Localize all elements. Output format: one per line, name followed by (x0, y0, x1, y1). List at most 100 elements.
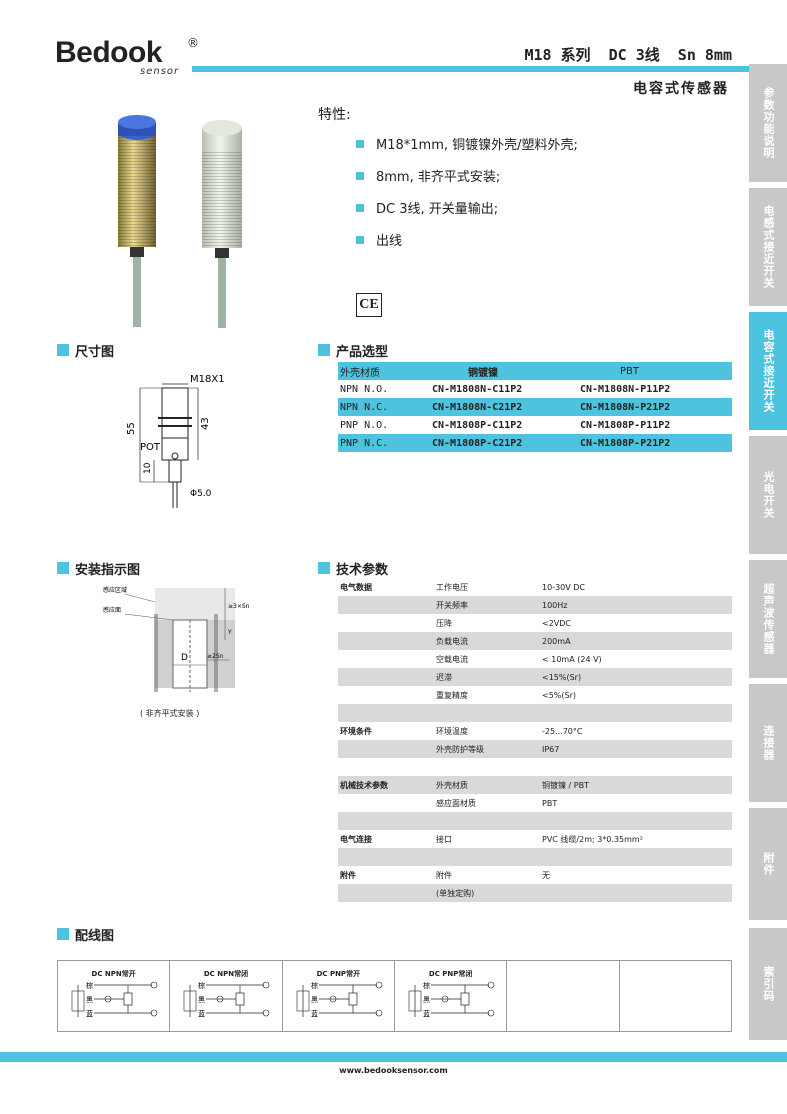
wire-label-brown: 棕 (423, 981, 430, 990)
table-cell: 工作电压 (436, 582, 468, 592)
side-tab-index[interactable]: 索引码 (749, 928, 787, 1040)
wiring-schematic: 棕黑蓝 (71, 981, 158, 1018)
section-dimensions: 尺寸图 (57, 342, 114, 360)
label-zone: 感应区域 (103, 586, 127, 594)
wiring-cell (620, 961, 731, 1031)
header-accent-bar (192, 66, 750, 72)
table-row (338, 848, 732, 866)
wire-label-blue: 蓝 (423, 1009, 430, 1018)
table-cell: 电气数据 (340, 582, 372, 592)
wiring-title: DC PNP常闭 (428, 970, 473, 978)
table-cell: 铜镀镍 / PBT (542, 780, 589, 790)
table-row (338, 812, 732, 830)
table-cell: <5%(Sr) (542, 690, 577, 700)
dim-d: D (181, 653, 188, 663)
table-row: 空载电流 < 10mA (24 V) (338, 650, 732, 668)
wiring-title: DC NPN常闭 (203, 970, 249, 978)
wire-label-black: 黑 (86, 996, 93, 1004)
side-tab-capacitive[interactable]: 电容式接近开关 (749, 312, 787, 430)
label-face: 感应面 (103, 606, 121, 614)
dim-3sn: ≥3×Sn (228, 603, 250, 610)
table-cell: 开关频率 (436, 600, 468, 610)
table-cell: 外壳防护等级 (436, 744, 484, 754)
side-tab-inductive[interactable]: 电感式接近开关 (749, 188, 787, 306)
table-cell: -25...70°C (542, 726, 583, 736)
table-cell: IP67 (542, 744, 560, 754)
dim-y: Y (227, 629, 232, 636)
table-cell: <2VDC (542, 618, 572, 628)
table-cell: 附件 (340, 870, 356, 880)
table-cell: 接口 (436, 834, 452, 844)
dim-pot: POT (140, 442, 161, 453)
table-cell: 空载电流 (436, 654, 468, 664)
section-selection: 产品选型 (318, 342, 388, 360)
page-title: M18 系列 DC 3线 Sn 8mm (524, 46, 732, 64)
side-tab-ultrasonic[interactable]: 超声波传感器 (749, 560, 787, 678)
table-row: 环境条件 环境温度 -25...70°C (338, 722, 732, 740)
registered-mark: ® (187, 36, 199, 50)
table-cell: 电气连接 (340, 834, 372, 844)
table-cell: 负载电流 (436, 636, 468, 646)
table-row (338, 704, 732, 722)
wiring-cell: DC NPN常闭棕黑蓝 (170, 961, 283, 1031)
table-row: 重复精度<5%(Sr) (338, 686, 732, 704)
brand-subtitle: sensor (140, 66, 180, 77)
wire-label-blue: 蓝 (86, 1009, 93, 1018)
feature-item: 8mm, 非齐平式安装; (356, 166, 500, 185)
table-cell: 10-30V DC (542, 582, 586, 592)
table-row: (单独定购) (338, 884, 732, 902)
table-cell: 无 (542, 870, 550, 880)
dim-body-length: 43 (200, 417, 211, 430)
wiring-title: DC NPN常开 (91, 970, 136, 978)
wiring-cell (507, 961, 620, 1031)
table-cell: <15%(Sr) (542, 672, 582, 682)
product-photo (118, 115, 242, 328)
table-cell: 机械技术参数 (340, 780, 388, 790)
wiring-schematic: 棕黑蓝 (296, 981, 382, 1018)
dim-cable: Φ5.0 (190, 489, 212, 499)
wire-label-black: 黑 (198, 996, 205, 1004)
table-cell: PBT (542, 798, 558, 808)
wiring-cell: DC PNP常开棕黑蓝 (283, 961, 395, 1031)
wiring-schematic: 棕黑蓝 (184, 981, 270, 1018)
side-tab-accessory[interactable]: 附件 (749, 808, 787, 920)
table-cell: 环境条件 (340, 726, 372, 736)
table-row: 外壳防护等级 IP67 (338, 740, 732, 758)
table-cell: 环境温度 (436, 726, 468, 736)
table-cell: < 10mA (24 V) (542, 654, 602, 664)
install-caption: ( 非齐平式安装 ) (140, 709, 200, 718)
footer-url[interactable]: www.bedooksensor.com (339, 1066, 448, 1075)
wiring-cell: DC PNP常闭棕黑蓝 (395, 961, 508, 1031)
table-cell: 附件 (436, 870, 452, 880)
table-row: 压降 <2VDC (338, 614, 732, 632)
table-row: 电气数据 工作电压 10-30V DC (338, 578, 732, 596)
side-tab-params[interactable]: 参数功能说明 (749, 64, 787, 182)
table-row: 迟滞 <15%(Sr) (338, 668, 732, 686)
section-wiring: 配线图 (57, 926, 114, 944)
dimension-drawing: M18X1 55 43 POT 10 Φ5.0 (126, 374, 225, 508)
dim-2sn: ≥2Sn (207, 653, 224, 660)
dim-total-length: 55 (126, 422, 137, 435)
table-cell: 外壳材质 (436, 780, 468, 790)
side-tab-photoelectric[interactable]: 光电开关 (749, 436, 787, 554)
dim-cap: 10 (143, 462, 153, 474)
feature-item: DC 3线, 开关量输出; (356, 198, 498, 217)
wiring-cell: DC NPN常开棕黑蓝 (58, 961, 171, 1031)
wire-label-blue: 蓝 (198, 1009, 205, 1018)
table-cell: 压降 (436, 618, 452, 628)
footer-bar (0, 1052, 787, 1062)
table-cell: 迟滞 (436, 672, 452, 682)
side-tab-connector[interactable]: 连接器 (749, 684, 787, 802)
wire-label-black: 黑 (311, 996, 318, 1004)
